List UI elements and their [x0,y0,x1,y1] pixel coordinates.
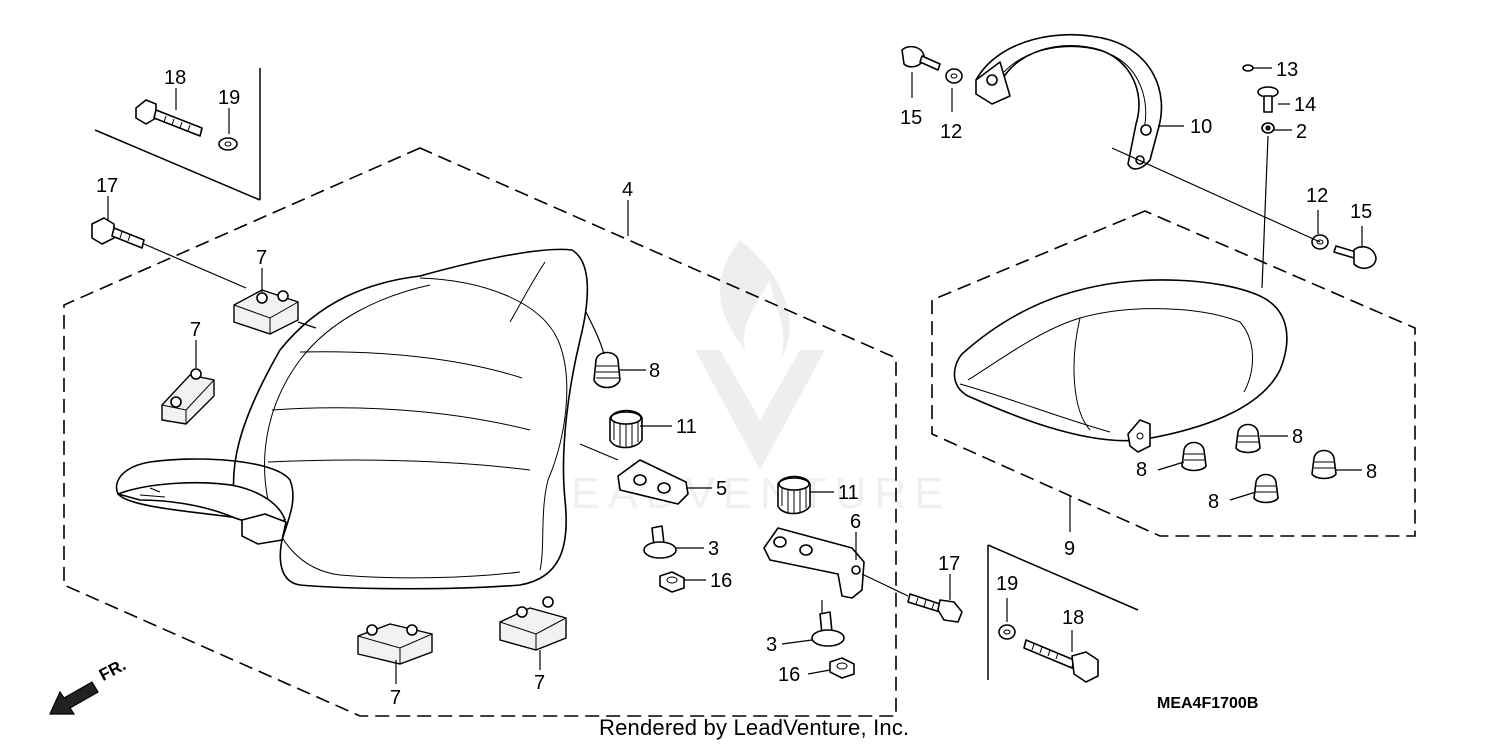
leader-lines [107,67,1363,684]
footer-credit: Rendered by LeadVenture, Inc. [599,715,910,740]
nut-16-low [829,657,855,679]
main-seat-group-outline [63,147,897,717]
callout-8-rear-c: 8 [1366,461,1377,483]
callout-6: 6 [850,511,861,533]
bracket-5 [617,459,689,505]
callout-7-d: 7 [534,672,545,694]
callout-15-top: 15 [900,107,922,129]
collar-2 [1261,122,1275,134]
callout-8-rear-a: 8 [1292,426,1303,448]
callout-7-a: 7 [256,247,267,269]
callout-12-top: 12 [940,121,962,143]
foam-block-7-c [357,623,433,665]
callout-16-low: 16 [778,664,800,686]
callout-17-left: 17 [96,175,118,197]
grommet-8-rear-a [1235,423,1261,454]
grommet-8-rear-d [1253,473,1279,504]
clip-13 [1242,64,1254,72]
callout-8-rear-d: 8 [1208,491,1219,513]
callout-7-c: 7 [390,687,401,709]
foam-block-7-d [499,596,567,651]
collar-3-low [811,611,845,647]
callout-4: 4 [622,179,633,201]
callout-numbers: 18 19 17 7 7 4 8 11 5 3 16 11 6 17 3 16 … [96,59,1377,709]
callout-18-bottom: 18 [1062,607,1084,629]
bolt-15-right [1333,245,1377,270]
rear-seat [953,279,1288,453]
callout-19-top: 19 [218,87,240,109]
callout-13: 13 [1276,59,1298,81]
bolt-15-top [901,45,941,71]
callout-7-b: 7 [190,319,201,341]
washer-19-top [218,137,238,151]
callout-18-top: 18 [164,67,186,89]
callout-10: 10 [1190,116,1212,138]
hardware-bracket-top-left [94,68,261,201]
callout-19-bottom: 19 [996,573,1018,595]
callout-3-low: 3 [766,634,777,656]
bolt-17-right [907,593,963,623]
screw-14 [1257,86,1279,113]
callout-8-main: 8 [649,360,660,382]
callout-11-b: 11 [838,482,859,504]
bolt-17-left [91,217,145,249]
watermark-text: LEADVENTURE [538,469,951,518]
callout-5: 5 [716,478,727,500]
foam-block-7-a [233,289,299,335]
rear-seat-group-outline [931,210,1416,537]
diagram-code: MEA4F1700B [1157,695,1259,712]
main-seat [115,248,589,590]
hardware-bracket-bottom-right [987,544,1139,680]
callout-15-right: 15 [1350,201,1372,223]
foam-block-7-b [161,368,215,425]
washer-12-top [945,68,963,84]
bolt-18-bottom [1023,639,1099,683]
callout-12-right: 12 [1306,185,1328,207]
washer-19-bottom [998,624,1016,640]
grommet-8-rear-c [1311,449,1337,480]
callout-14: 14 [1294,94,1316,116]
grommet-8-main [593,351,621,389]
leadventure-watermark: LEADVENTURE [538,240,951,518]
grommet-11-b [777,475,811,515]
callout-11-a: 11 [676,416,697,438]
front-direction-arrow [49,681,99,715]
collar-3-mid [643,525,677,559]
bracket-6 [763,527,865,599]
grab-rail-10 [975,33,1163,170]
callout-3-mid: 3 [708,538,719,560]
nut-16-mid [659,571,685,593]
callout-17-right: 17 [938,553,960,575]
callout-2: 2 [1296,121,1307,143]
grommet-8-rear-b [1181,441,1207,472]
bolt-18-top [135,99,203,137]
callout-9: 9 [1064,538,1075,560]
grommet-11-a [609,409,643,449]
callout-8-rear-b: 8 [1136,459,1147,481]
callout-16-mid: 16 [710,570,732,592]
